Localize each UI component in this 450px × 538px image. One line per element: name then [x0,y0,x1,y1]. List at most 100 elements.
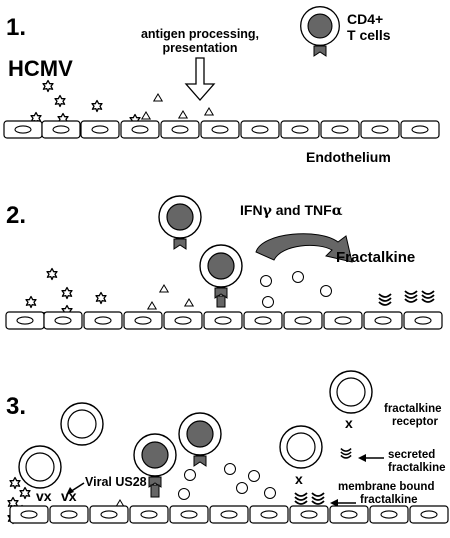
antigen-processing-label-line1: antigen processing, [141,27,259,41]
panel-3-number: 3. [6,393,26,420]
endothelial-cell [41,120,81,139]
antigen-triangle-icon [184,298,194,307]
endothelium-row-3 [9,505,449,524]
fractalkine-circle-icon [262,296,274,308]
viral-us28-label: Viral US28 [85,475,147,489]
antigens [147,284,194,310]
endothelial-cell [289,505,329,524]
t-cell-empty [279,425,323,469]
membrane-fractalkine-icon [421,290,435,303]
tcr-receptor-icon [173,238,187,250]
endothelial-cell [203,311,243,330]
membrane-fractalkine-icon [404,290,418,303]
curved-arrow-icon [255,233,353,263]
t-cell-empty [60,402,104,446]
virus-star-icon [25,295,37,309]
cd4-label-line1: CD4+ [347,11,383,27]
virus-star-icon [19,486,31,500]
membrane-fractalkine-icon [311,492,325,505]
endothelial-cell [403,311,443,330]
legend-secreted-line2: fractalkine [388,462,446,474]
endothelial-cell [163,311,203,330]
membrane-fractalkine [294,492,325,505]
cd4-label-line2: T cells [347,27,391,43]
endothelial-cell [129,505,169,524]
receptor-stalk [216,295,226,308]
endothelial-cell [243,311,283,330]
antigen-triangle-icon [159,284,169,293]
membrane-fractalkine [378,290,435,306]
endothelial-cell [363,311,403,330]
fractalkine-circle-icon [178,488,190,500]
endothelium-row-1 [3,120,440,139]
antigen-triangle-icon [178,110,188,119]
legend-arrowhead-icon [330,499,338,507]
endothelial-cell [320,120,360,139]
endothelial-cell [360,120,400,139]
membrane-fractalkine-icon [378,293,392,306]
fractalkine-receptor-x-icon: x [295,471,303,487]
t-cell-empty [329,370,373,414]
virus-star-icon [54,94,66,108]
endothelial-cell [5,311,45,330]
panel-1: 1. HCMV antigen processing, presentation… [3,6,440,165]
endothelial-cell [369,505,409,524]
fractalkine-circle-icon [320,285,332,297]
fractalkine-circle-icon [184,469,196,481]
fractalkine-circle-icon [292,271,304,283]
t-cell-icon [178,412,222,456]
secreted-fractalkine-legend-icon [340,447,352,459]
endothelial-cell [400,120,440,139]
secreted-fractalkine [260,271,332,308]
t-cell-icon [158,195,202,239]
endothelial-cell [3,120,43,139]
fractalkine-circle-icon [260,275,272,287]
endothelial-cell [200,120,240,139]
endothelium-label: Endothelium [306,149,391,165]
panel-2: 2. IFNγ and TNFα Fractalkine [5,195,443,330]
us28-receptor-icon: vx [36,488,52,504]
membrane-fractalkine-icon [294,492,308,505]
endothelial-cell [283,311,323,330]
legend: fractalkine receptor secreted fractalkin… [330,403,446,507]
endothelial-cell [209,505,249,524]
tcr-receptor-icon [313,45,327,57]
endothelial-cell [323,311,363,330]
endothelial-cell [123,311,163,330]
endothelial-cell [160,120,200,139]
hcmv-label: HCMV [8,56,73,81]
endothelial-cell [9,505,49,524]
fractalkine-receptor-x-icon: x [345,415,353,431]
endothelial-cell [249,505,289,524]
endothelial-cell [80,120,120,139]
legend-arrowhead-icon [358,454,366,462]
secreted-fractalkine [178,463,276,500]
virus-star-icon [95,291,107,305]
endothelial-cell [409,505,449,524]
legend-receptor-line2: receptor [392,416,439,428]
virus-star-icon [61,286,73,300]
antigen-triangle-icon [147,301,157,310]
endothelial-cell [43,311,83,330]
t-cell-icon [133,433,177,477]
panel-2-number: 2. [6,202,26,229]
panel-3: 3. x x vx vx Viral U [6,370,449,525]
cytokines-label: IFNγ and TNFα [240,202,343,219]
endothelial-cell [240,120,280,139]
tcr-receptor-icon [193,455,207,467]
fractalkine-label: Fractalkine [336,249,415,266]
fractalkine-circle-icon [264,487,276,499]
endothelial-cell [89,505,129,524]
receptor-stalk [150,484,160,498]
us28-arrowhead-icon [66,487,74,495]
t-cell-icon [199,244,243,288]
antigen-triangle-icon [141,111,151,120]
fractalkine-circle-icon [248,470,260,482]
virus-star-icon [91,99,103,113]
legend-membrane-line2: fractalkine [360,494,418,506]
antigen-triangle-icon [153,93,163,102]
cd4-t-cell-icon [300,6,340,46]
virus-star-icon [9,476,21,490]
down-arrow-icon [184,57,216,101]
